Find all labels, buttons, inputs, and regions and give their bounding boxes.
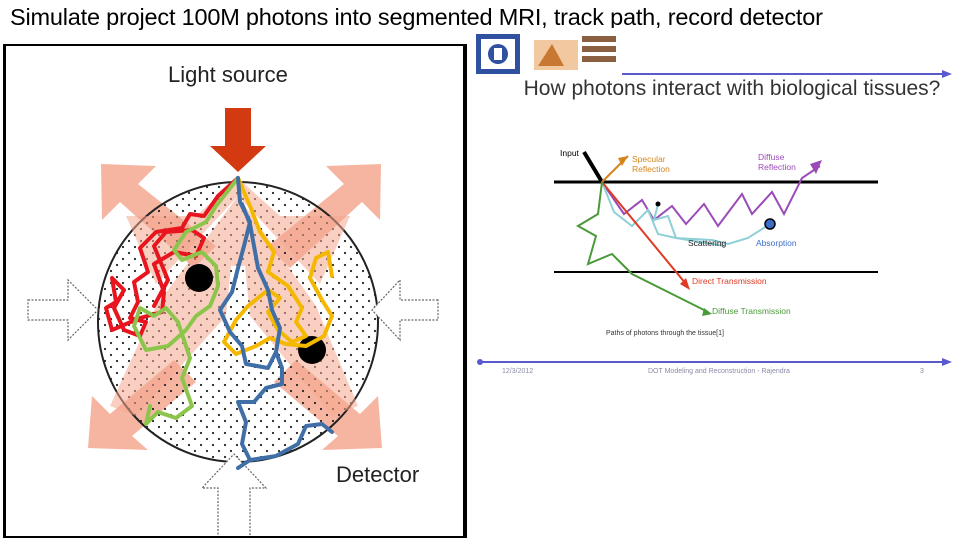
label-diffuse-reflection-2: Reflection: [758, 162, 796, 172]
photon-path-yellow: [222, 176, 334, 356]
conference-logo: [534, 36, 616, 70]
label-diffuse-reflection-1: Diffuse: [758, 152, 785, 162]
arrow-right-input: [371, 278, 439, 342]
light-source-arrow: [210, 108, 266, 172]
photon-path-green: [132, 176, 240, 426]
direct-transmission-ray: [601, 181, 687, 285]
top-rule-arrow: [942, 70, 952, 78]
photon-path-red: [104, 176, 240, 338]
photon-diagram-panel: Light source Detector: [3, 44, 467, 538]
arrow-left-input: [27, 278, 99, 342]
absorber-1: [185, 264, 213, 292]
scattering-ray: [601, 181, 725, 247]
figure-caption: Paths of photons through the tissue[1]: [606, 330, 724, 337]
footer-date: 12/3/2012: [502, 368, 534, 375]
input-arrows: [27, 278, 439, 536]
detector-label: Detector: [336, 462, 420, 487]
absorber-2: [298, 336, 326, 364]
label-direct-transmission: Direct Transmission: [692, 276, 767, 286]
photon-diagram: [27, 108, 439, 536]
beam-cones: [110, 178, 358, 416]
label-specular-2: Reflection: [632, 164, 670, 174]
absorption-point: [764, 218, 776, 230]
label-specular-1: Specular: [632, 154, 666, 164]
light-source-label: Light source: [168, 62, 288, 87]
interaction-diagram: [476, 34, 952, 366]
photon-path-blue: [218, 176, 334, 470]
label-input: Input: [560, 148, 579, 158]
scatter-point: [655, 201, 661, 207]
diffuse-transmission-ray: [576, 181, 709, 313]
label-absorption: Absorption: [756, 238, 797, 248]
footer-center: DOT Modeling and Reconstruction - Rajend…: [648, 368, 790, 375]
diffuse-reflection-ray: [601, 165, 821, 228]
embedded-slide-heading: How photons interact with biological tis…: [523, 77, 941, 100]
label-scattering: Scattering: [688, 238, 727, 248]
footer-page: 3: [920, 368, 924, 375]
input-ray: [582, 150, 604, 184]
institute-logo: [476, 34, 520, 74]
slide-title: Simulate project 100M photons into segme…: [10, 4, 823, 30]
embedded-slide: How photons interact with biological tis…: [472, 28, 960, 388]
label-diffuse-transmission: Diffuse Transmission: [712, 306, 791, 316]
arrow-bottom-input: [200, 453, 268, 536]
